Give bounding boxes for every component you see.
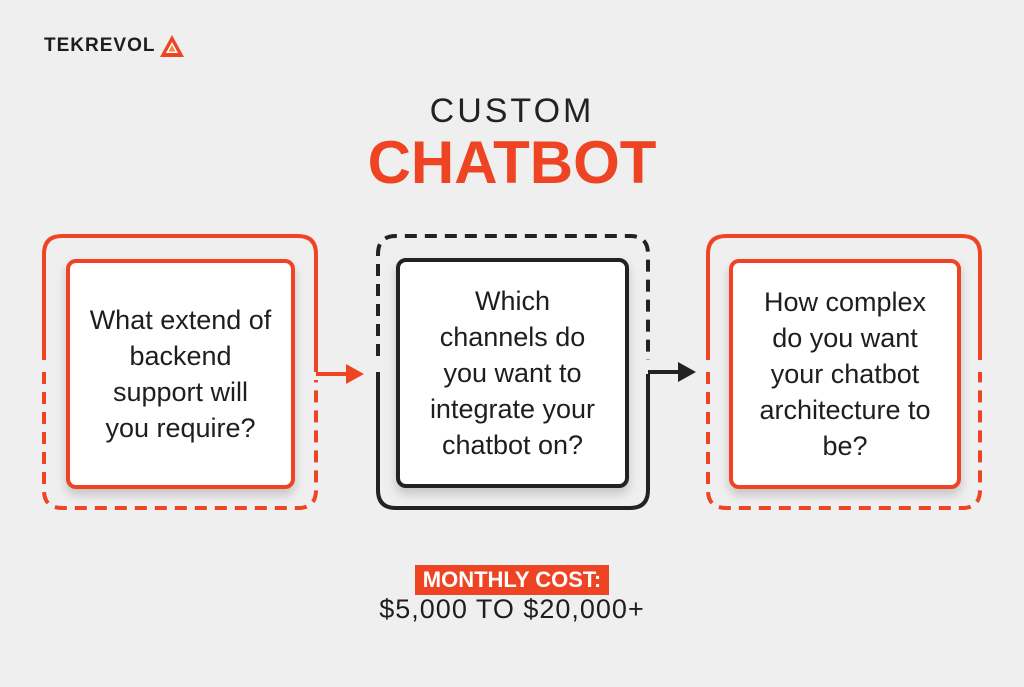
brand-logo: TEKREVOL [44, 34, 185, 58]
step-card-2: Which channels do you want to integrate … [396, 258, 629, 488]
step-card-2-text: Which channels do you want to integrate … [429, 286, 596, 460]
monthly-cost-value: $5,000 TO $20,000+ [379, 594, 645, 624]
cost-label-wrap: MONTHLY COST: [0, 565, 1024, 595]
title-line-2: CHATBOT [367, 129, 657, 196]
arrow-1 [316, 364, 364, 384]
monthly-cost-label: MONTHLY COST: [414, 565, 610, 595]
triangle-logo-icon [160, 35, 185, 57]
step-card-3-text: How complex do you want your chatbot arc… [759, 287, 931, 461]
brand-name: TEKREVOL [44, 35, 156, 56]
title-line-1: CUSTOM [429, 92, 595, 130]
step-card-1: What extend of backend support will you … [66, 259, 295, 489]
step-card-1-text: What extend of backend support will you … [89, 305, 272, 443]
arrow-2 [648, 362, 696, 382]
step-card-3: How complex do you want your chatbot arc… [729, 259, 961, 489]
